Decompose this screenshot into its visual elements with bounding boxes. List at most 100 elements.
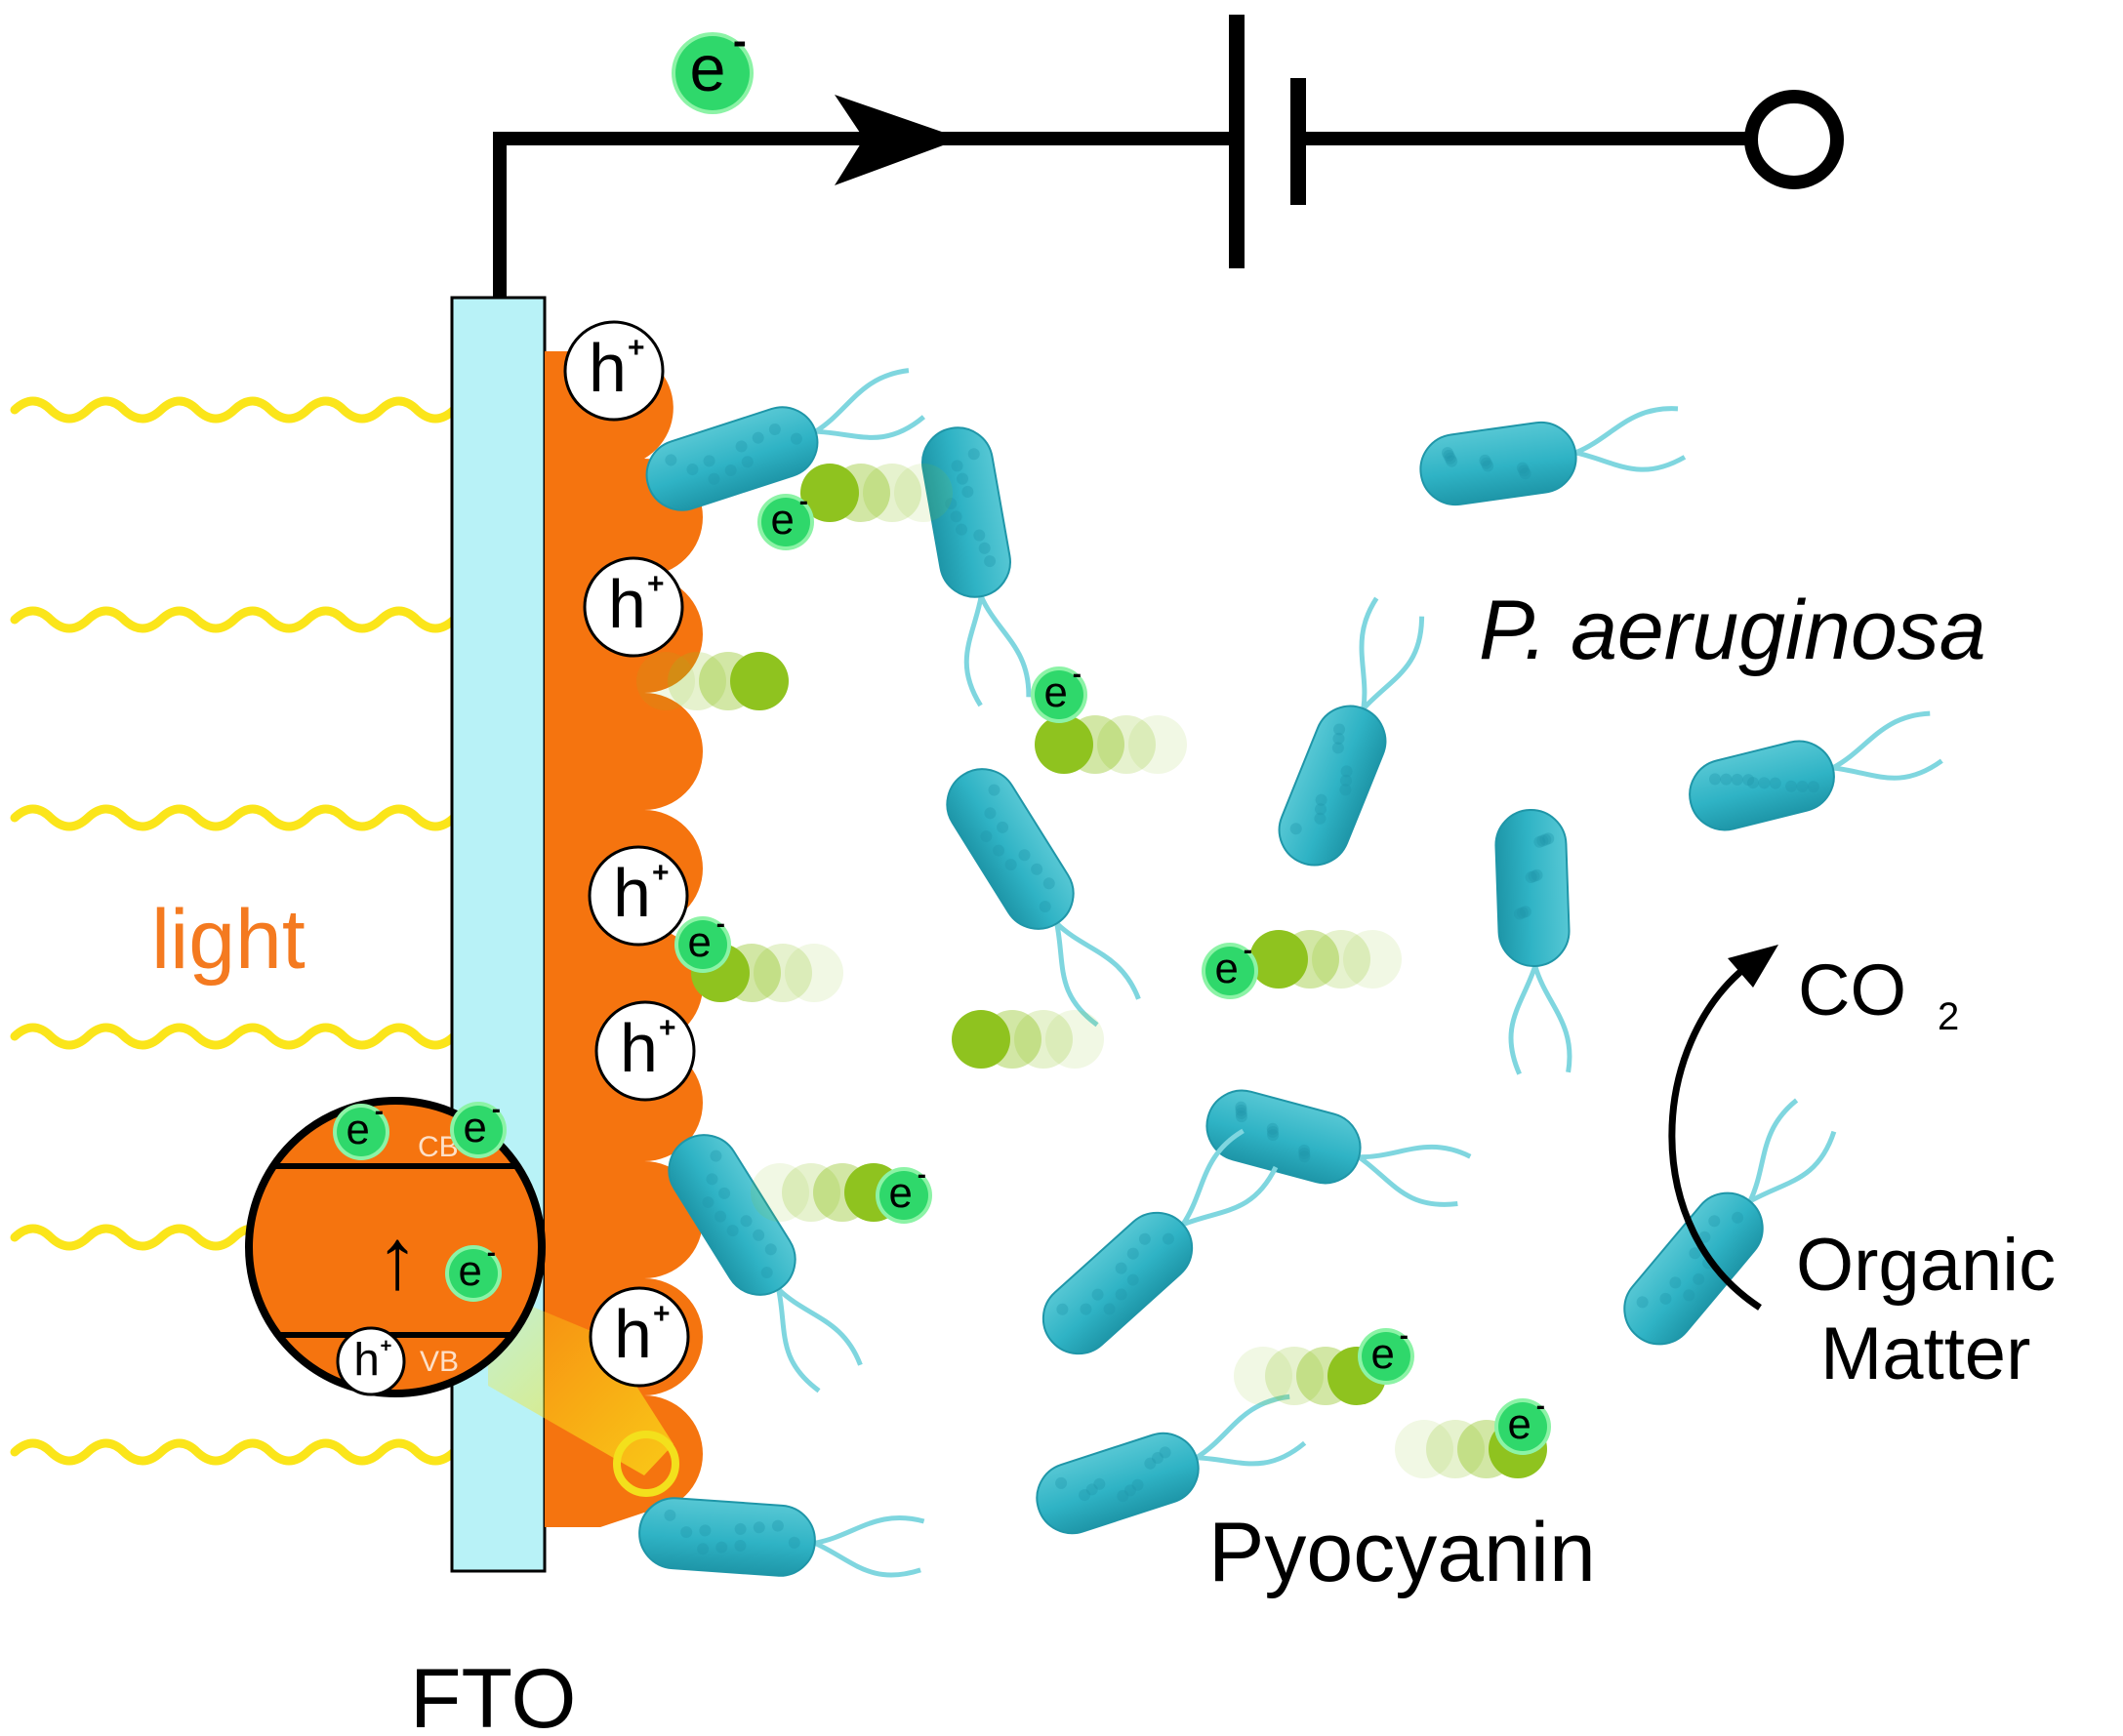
- co2-label: CO 2: [1798, 949, 1959, 1038]
- svg-text:+: +: [628, 332, 645, 364]
- hole: h+: [563, 320, 665, 422]
- svg-text:+: +: [381, 1335, 392, 1356]
- species-label: P. aeruginosa: [1479, 584, 1986, 677]
- holes-layer: h+h+h+h+h+h+: [336, 320, 696, 1396]
- bacterium: [1036, 1393, 1307, 1535]
- battery-symbol: [1229, 15, 1306, 268]
- hole: h+: [583, 556, 684, 658]
- bacterium: [921, 426, 1032, 707]
- organic-label-line2: Matter: [1820, 1312, 2030, 1395]
- svg-text:e: e: [889, 1169, 913, 1217]
- pyocyanin-molecule: [1035, 715, 1187, 774]
- electron: e-: [757, 486, 814, 550]
- light-ray: [10, 1416, 532, 1488]
- electron: e-: [1031, 659, 1087, 723]
- svg-text:-: -: [1244, 935, 1252, 965]
- bacterium: [668, 1134, 863, 1393]
- svg-text:-: -: [492, 1094, 501, 1124]
- svg-text:h: h: [620, 1010, 658, 1086]
- pyocyanin-molecule: [952, 1010, 1104, 1069]
- bacterium: [638, 1497, 925, 1578]
- svg-text:e: e: [1508, 1400, 1531, 1448]
- bacterium: [946, 768, 1141, 1028]
- bacterium: [1278, 596, 1425, 867]
- electron: e-: [876, 1159, 932, 1224]
- svg-text:+: +: [653, 1298, 671, 1330]
- svg-text:+: +: [659, 1012, 676, 1044]
- svg-text:e: e: [1044, 668, 1068, 716]
- svg-text:+: +: [647, 568, 665, 600]
- electron: e-: [1358, 1320, 1414, 1385]
- co2-main: CO: [1798, 949, 1906, 1030]
- hole: h+: [588, 845, 689, 947]
- electron: e-: [450, 1094, 507, 1158]
- pyocyanin-label: Pyocyanin: [1208, 1506, 1596, 1599]
- arrow-right-icon: [835, 95, 961, 185]
- svg-text:h: h: [614, 1296, 652, 1372]
- svg-text:-: -: [918, 1159, 926, 1190]
- svg-text:h: h: [589, 330, 627, 406]
- open-circle-terminal: [1744, 90, 1844, 189]
- hole: h+: [594, 1000, 696, 1102]
- svg-text:-: -: [1073, 659, 1082, 689]
- bacterium: [1041, 1128, 1279, 1355]
- excitation-arrow-icon: ↑: [376, 1210, 419, 1307]
- electrons-layer: e-e-e-e-e-e-e-e-e-e-e-: [333, 18, 1551, 1455]
- curved-arrow-head: [1728, 945, 1778, 988]
- electron: e-: [672, 18, 754, 114]
- organic-label-line1: Organic: [1796, 1224, 2056, 1307]
- vb-label: VB: [420, 1346, 459, 1378]
- svg-text:h: h: [608, 566, 646, 642]
- electron: e-: [1202, 935, 1258, 999]
- svg-text:-: -: [487, 1237, 496, 1268]
- electron: e-: [445, 1237, 502, 1302]
- band-diagram: CB VB ↑: [245, 1097, 546, 1397]
- zoom-beam: [488, 1288, 674, 1475]
- svg-text:e: e: [771, 496, 795, 544]
- svg-text:+: +: [652, 857, 670, 889]
- electron: e-: [674, 908, 731, 973]
- svg-text:e: e: [464, 1104, 487, 1151]
- light-ray: [10, 1000, 532, 1072]
- svg-text:-: -: [1536, 1391, 1545, 1421]
- electron: e-: [1494, 1391, 1551, 1455]
- bacterium: [1419, 406, 1687, 506]
- bacterium: [1689, 710, 1943, 831]
- svg-text:-: -: [1400, 1320, 1409, 1351]
- pyocyanin-molecule: [1249, 930, 1402, 989]
- pyocyanin-molecule: [1234, 1347, 1386, 1405]
- bacteria-layer: [638, 368, 1943, 1578]
- bacterium: [1205, 1089, 1472, 1207]
- pyocyanin-molecule: [636, 652, 789, 710]
- light-ray: [10, 374, 532, 446]
- light-ray: [10, 584, 532, 656]
- co2-subscript: 2: [1938, 995, 1959, 1038]
- pyocyanin-layer: [636, 464, 1547, 1478]
- svg-text:-: -: [375, 1096, 384, 1126]
- circuit-wire: [493, 132, 1235, 298]
- bacterium: [645, 368, 925, 511]
- pyocyanin-molecule: [800, 464, 953, 522]
- svg-text:-: -: [799, 486, 808, 516]
- svg-text:e: e: [689, 33, 725, 105]
- svg-text:e: e: [688, 918, 712, 966]
- fto-label: FTO: [410, 1652, 576, 1736]
- svg-text:-: -: [716, 908, 725, 939]
- hole: h+: [589, 1286, 690, 1388]
- svg-text:e: e: [459, 1247, 482, 1295]
- pyocyanin-molecule: [751, 1163, 903, 1222]
- light-ray: [10, 782, 532, 854]
- light-label: light: [151, 893, 306, 987]
- curved-arrow-icon: [1668, 963, 1762, 1311]
- svg-text:h: h: [613, 855, 651, 931]
- highlight-ring: [613, 1431, 679, 1497]
- svg-text:e: e: [1215, 945, 1239, 992]
- bacterium: [1623, 1098, 1837, 1346]
- electron: e-: [333, 1096, 389, 1160]
- svg-text:-: -: [733, 18, 747, 63]
- svg-text:e: e: [347, 1106, 370, 1153]
- bacterium: [1494, 809, 1572, 1075]
- svg-text:h: h: [353, 1334, 379, 1386]
